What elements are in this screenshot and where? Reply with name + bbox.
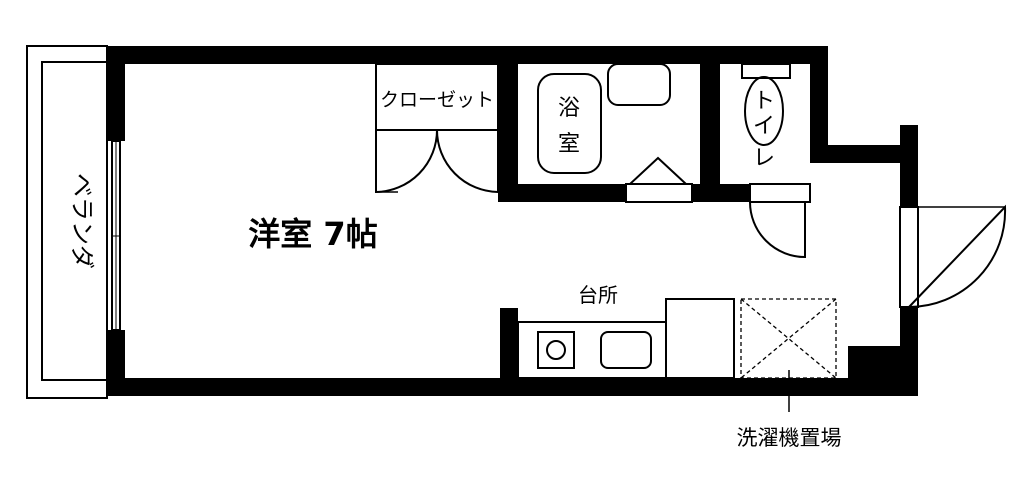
toilet-label-2: イ	[753, 114, 775, 139]
balcony-window	[111, 140, 121, 331]
bath-label-2: 室	[558, 132, 580, 157]
walls	[107, 46, 918, 396]
main-room-label: 洋室 7帖	[248, 215, 377, 253]
toilet: ト イ レ	[741, 63, 811, 259]
balcony-label: ベランダ	[68, 173, 96, 269]
closet: クローゼット	[375, 63, 499, 194]
washer-label: 洗濯機置場	[737, 426, 842, 450]
bathroom: 浴 室	[537, 63, 693, 203]
kitchen-label: 台所	[578, 283, 618, 307]
toilet-label-3: レ	[753, 146, 775, 171]
toilet-label-1: ト	[753, 89, 775, 114]
bath-label-1: 浴	[558, 96, 580, 121]
closet-label: クローゼット	[380, 89, 494, 111]
kitchen: 台所	[517, 283, 735, 379]
balcony	[26, 45, 108, 399]
entrance-door	[899, 204, 1007, 309]
washer-space: 洗濯機置場	[737, 298, 842, 450]
